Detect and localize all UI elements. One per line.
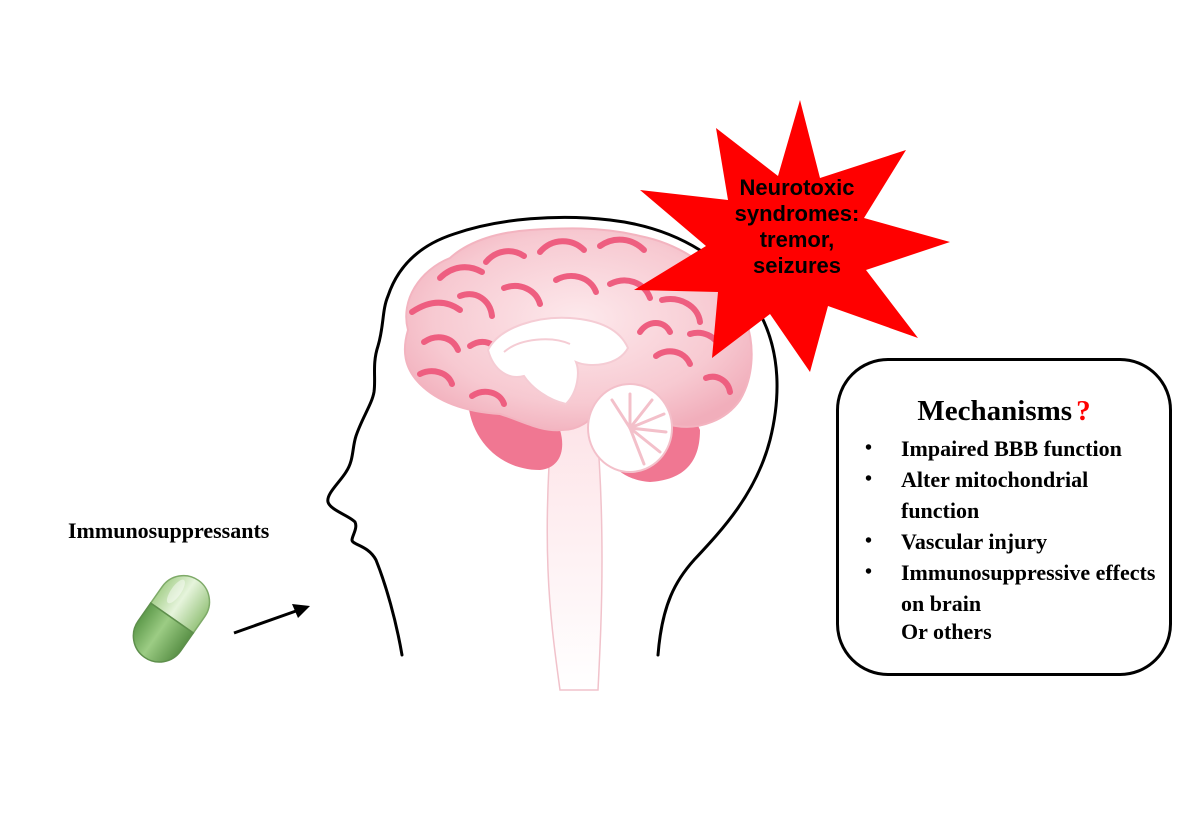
- mechanisms-extra: Or others: [901, 619, 992, 645]
- question-mark: ?: [1076, 395, 1091, 427]
- cerebellum: [588, 384, 672, 472]
- list-item: • Impaired BBB function: [865, 433, 1169, 464]
- list-item: • Vascular injury: [865, 526, 1169, 557]
- bullet-icon: •: [865, 557, 872, 588]
- mechanisms-list: • Impaired BBB function • Alter mitochondr…: [865, 433, 1169, 619]
- mechanisms-title: Mechanisms?: [839, 395, 1169, 428]
- burst-line: Neurotoxic: [718, 175, 876, 201]
- mechanisms-title-text: Mechanisms: [917, 395, 1072, 427]
- arrow-icon: [234, 604, 310, 633]
- bullet-icon: •: [865, 464, 872, 495]
- bullet-icon: •: [865, 433, 872, 464]
- capsule-icon: [123, 565, 220, 672]
- mechanisms-box: Mechanisms? • Impaired BBB function • Alte…: [836, 358, 1172, 676]
- neurotoxic-syndromes-text: Neurotoxic syndromes: tremor, seizures: [718, 175, 876, 279]
- immunosuppressants-label: Immunosuppressants: [68, 518, 269, 544]
- mechanism-text: Alter mitochondrial function: [901, 467, 1088, 523]
- mechanism-text: Impaired BBB function: [901, 436, 1122, 461]
- list-item: • Alter mitochondrial function: [865, 464, 1169, 526]
- burst-line: syndromes:: [718, 201, 876, 227]
- list-item: • Immunosuppressive effects on brain: [865, 557, 1169, 619]
- burst-line: tremor,: [718, 227, 876, 253]
- brain-icon: [405, 228, 752, 690]
- bullet-icon: •: [865, 526, 872, 557]
- burst-line: seizures: [718, 253, 876, 279]
- mechanism-text: Immunosuppressive effects on brain: [901, 560, 1155, 616]
- mechanism-text: Vascular injury: [901, 529, 1047, 554]
